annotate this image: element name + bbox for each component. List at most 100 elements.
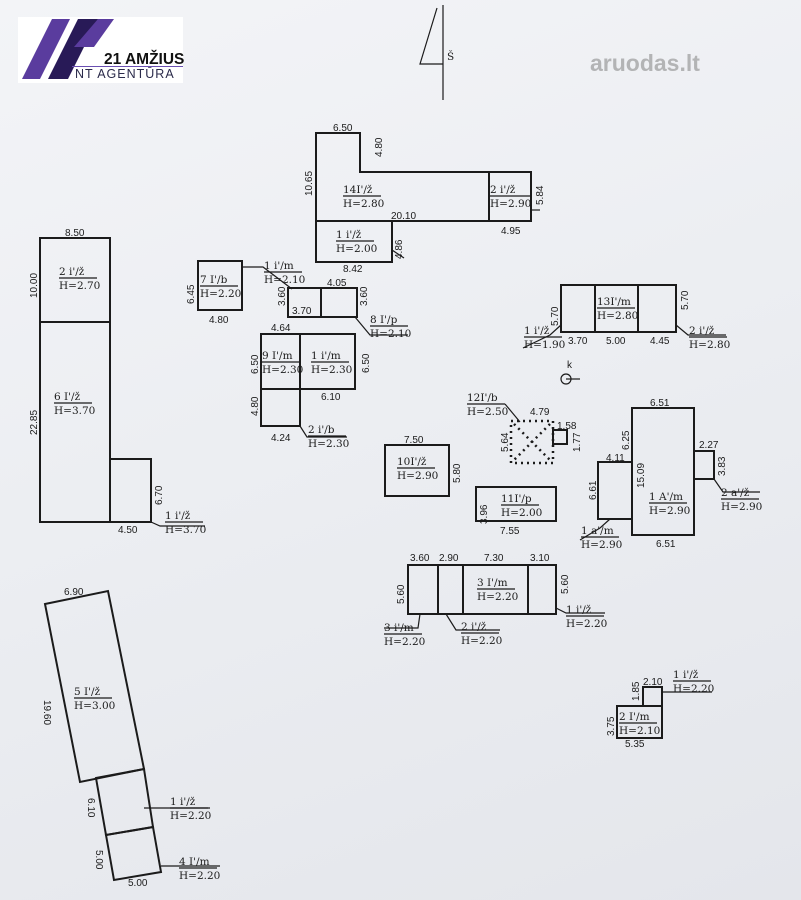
dimension-label: 8.50 [65, 228, 85, 239]
building-label: 5 I'/ž H=3.00 [74, 686, 115, 712]
building-code: 1 i'/ž [165, 510, 191, 522]
dimension-label: 7.30 [484, 553, 504, 564]
building-height: H=2.20 [170, 810, 211, 822]
building-height: H=2.10 [619, 725, 660, 737]
dimension-label: 5.80 [452, 463, 463, 483]
dimension-label: 6.10 [85, 798, 96, 818]
building-height: H=2.10 [370, 328, 411, 340]
building-13-outline [560, 284, 677, 333]
building-label: 7 I'/b H=2.20 [200, 274, 241, 300]
dimension-label: 6.90 [64, 587, 84, 598]
building-label: 2 I'/m H=2.10 [619, 711, 660, 737]
building-9-annex [260, 388, 301, 427]
building-height: H=2.20 [179, 870, 220, 882]
dimension-label: 5.00 [128, 878, 148, 889]
building-label: 2 i'/ž H=2.20 [461, 621, 502, 647]
building-code: 14I'/ž [343, 184, 373, 196]
building-height: H=2.20 [673, 683, 714, 695]
building-label: 1 i'/ž H=2.00 [336, 229, 377, 255]
dimension-label: 3.60 [277, 286, 288, 306]
dimension-label: 2.27 [699, 440, 719, 451]
building-height: H=3.70 [54, 405, 95, 417]
building-11-outline [475, 486, 557, 522]
dimension-label: 5.60 [396, 584, 407, 604]
dimension-label: 2.10 [643, 677, 663, 688]
building-code: 3 I'/m [477, 577, 508, 589]
dimension-label: 4.11 [606, 453, 625, 464]
dimension-label: 6.50 [361, 353, 372, 373]
building-5-annex [94, 767, 155, 837]
building-code: 1 a'/m [581, 525, 614, 537]
building-label: 2 i'/ž H=2.90 [490, 184, 531, 210]
dimension-label: 3.96 [479, 504, 490, 524]
dimension-label: 1.77 [572, 432, 583, 452]
agency-logo: 21 AMŽIUS NT AGENTŪRA [18, 17, 185, 83]
building-height: H=2.90 [721, 501, 762, 513]
building-code: 1 A'/m [649, 491, 683, 503]
dimension-label: 7.55 [500, 526, 520, 537]
building-height: H=2.20 [477, 591, 518, 603]
dimension-label: 5.00 [93, 850, 104, 870]
dimension-label: 10.65 [304, 171, 315, 196]
building-2-annex [642, 686, 663, 707]
dimension-label: 5.35 [625, 739, 645, 750]
dimension-label: 3.83 [717, 456, 728, 476]
building-code: 2 i'/b [308, 424, 335, 436]
building-height: H=2.90 [581, 539, 622, 551]
dimension-label: 8.42 [343, 264, 363, 275]
building-label: 3 i'/m H=2.20 [384, 622, 425, 648]
building-height: H=2.30 [308, 438, 349, 450]
building-height: H=2.30 [262, 364, 303, 376]
dimension-label: 6.45 [186, 284, 197, 304]
building-code: 2 I'/m [619, 711, 650, 723]
dimension-label: 6.10 [321, 392, 341, 403]
building-label: 2 a'/ž H=2.90 [721, 487, 762, 513]
dimension-label: 3.75 [606, 716, 617, 736]
building-12-porch [552, 429, 568, 445]
building-label: 1 A'/m H=2.90 [649, 491, 690, 517]
building-code: 6 I'/ž [54, 391, 81, 403]
building-code: 7 I'/b [200, 274, 228, 286]
building-code: 9 I'/m [262, 350, 293, 362]
building-label: 1 i'/ž H=3.70 [165, 510, 206, 536]
north-arrow-icon: Š [419, 5, 454, 100]
building-label: 1 i'/ž H=2.20 [566, 604, 607, 630]
logo-divider [72, 66, 183, 67]
building-4-outline [104, 825, 163, 882]
agency-name: 21 AMŽIUS [104, 51, 185, 68]
dimension-label: 5.60 [560, 574, 571, 594]
building-height: H=1.90 [524, 339, 565, 351]
building-label: 10I'/ž H=2.90 [397, 456, 438, 482]
building-code: 1 i'/ž [673, 669, 699, 681]
building-height: H=2.20 [566, 618, 607, 630]
dimension-label: 4.95 [501, 226, 521, 237]
dimension-label: 3.10 [530, 553, 550, 564]
building-height: H=2.10 [264, 274, 305, 286]
dimension-label: 22.85 [29, 410, 40, 435]
dimension-label: 4.50 [118, 525, 138, 536]
dimension-label: 5.70 [550, 306, 561, 326]
dimension-label: 5.00 [606, 336, 626, 347]
aruodas-watermark: aruodas.lt [590, 50, 700, 76]
building-height: H=2.20 [200, 288, 241, 300]
building-label: 4 I'/m H=2.20 [179, 856, 220, 882]
dimension-label: 6.61 [588, 480, 599, 500]
building-1A-annex-right [693, 450, 715, 480]
building-code: 2 i'/ž [59, 266, 85, 278]
dimension-label: 15.09 [636, 463, 647, 488]
building-code: 3 i'/m [384, 622, 414, 634]
dimension-label: 10.00 [29, 273, 40, 298]
building-height: H=2.90 [490, 198, 531, 210]
building-2-outline [616, 705, 663, 739]
building-labels: 14I'/ž H=2.80 2 i'/ž H=2.90 1 i'/ž H=2.0… [54, 184, 762, 882]
dimension-label: 4.86 [394, 239, 405, 259]
building-height: H=3.70 [165, 524, 206, 536]
dimension-label: 4.05 [327, 278, 347, 289]
dimension-label: 3.60 [359, 286, 370, 306]
dimension-label: 4.24 [271, 433, 291, 444]
building-label: 2 i'/ž H=2.80 [689, 325, 730, 351]
building-code: 1 i'/ž [566, 604, 592, 616]
building-6-annex [109, 458, 152, 523]
